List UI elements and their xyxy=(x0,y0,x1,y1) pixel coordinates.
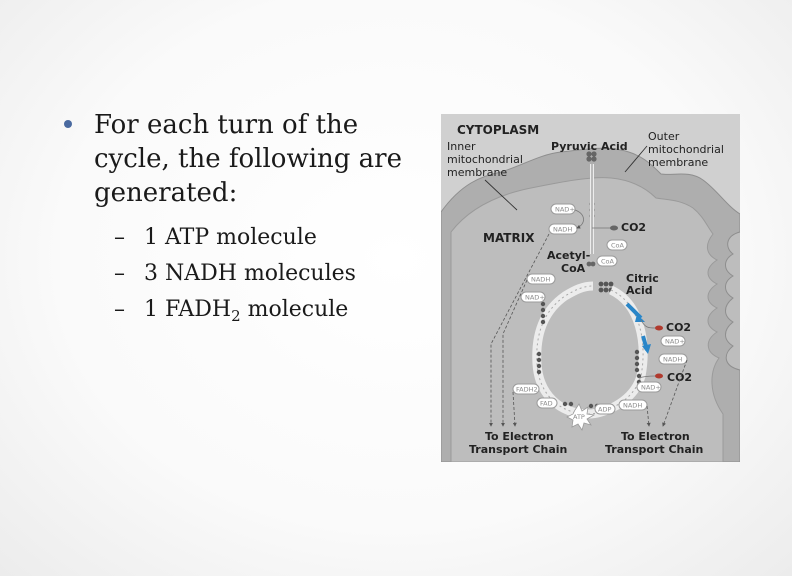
citric-acid-label: Acid xyxy=(626,284,653,297)
atp-label: ATP xyxy=(573,413,585,421)
co2-low-molecule-icon xyxy=(655,373,663,379)
fad-label: FAD xyxy=(540,400,553,408)
nad-reduction-arrow xyxy=(574,209,584,229)
sub-item-text: 1 ATP molecule xyxy=(144,225,317,250)
outer-membrane-label: membrane xyxy=(648,156,708,169)
nadh-pill xyxy=(548,223,578,235)
nad-plus-label: NAD+ xyxy=(665,338,685,346)
adp-pill xyxy=(594,403,616,415)
co2-mid-branch xyxy=(640,319,656,329)
nad-plus-pill-right xyxy=(660,335,686,347)
bullet-dot-icon xyxy=(64,120,72,128)
matrix-label: MATRIX xyxy=(483,231,535,245)
citric-acid-label: Citric xyxy=(626,272,659,285)
co2-molecule-icon xyxy=(610,225,618,231)
sub-item-atp: – 1 ATP molecule xyxy=(62,220,422,256)
bullet-text: For each turn of the cycle, the followin… xyxy=(94,110,402,208)
nad-plus-pill-lower xyxy=(636,381,662,393)
etc-right-label: Transport Chain xyxy=(605,443,703,456)
bullet-point: For each turn of the cycle, the followin… xyxy=(62,108,422,210)
fadh2-pill xyxy=(512,383,540,395)
nadh-pill-right xyxy=(658,353,688,365)
coa-pill xyxy=(606,239,628,251)
coa-label: CoA xyxy=(611,242,625,250)
sub-item-nadh: – 3 NADH molecules xyxy=(62,256,422,292)
inner-membrane-pointer xyxy=(484,179,518,211)
etc-arrow-right-1 xyxy=(662,359,688,427)
nadh-pill-left xyxy=(526,273,556,285)
krebs-cycle-diagram: CYTOPLASM Inner mitochondrial membrane P… xyxy=(441,123,740,462)
etc-left-label: To Electron xyxy=(485,430,554,443)
outer-membrane-fold xyxy=(725,231,740,371)
adp-label: ADP xyxy=(598,406,611,414)
dash-icon: – xyxy=(114,297,125,322)
co2-mid-label: CO2 xyxy=(666,321,691,334)
blue-arrow-1-icon xyxy=(625,302,643,320)
dash-icon: – xyxy=(114,261,125,286)
nadh-label: NADH xyxy=(663,356,682,364)
nadh-label: NADH xyxy=(623,402,642,410)
etc-left-label: Transport Chain xyxy=(469,443,567,456)
etc-arrow-left-3 xyxy=(512,391,517,427)
nad-plus-label: NAD+ xyxy=(555,206,575,214)
outer-membrane-label: Outer xyxy=(648,130,680,143)
outer-membrane-pointer xyxy=(624,145,648,173)
cytoplasm-label: CYTOPLASM xyxy=(457,123,539,137)
nad-plus-pill-left xyxy=(520,291,546,303)
nad-plus-label: NAD+ xyxy=(641,384,661,392)
sub-item-suffix: molecule xyxy=(240,297,349,322)
blue-arrowhead-2-icon xyxy=(642,344,651,354)
krebs-cycle-ring xyxy=(532,281,648,419)
atp-burst-icon xyxy=(566,403,596,431)
co2-mid-molecule-icon xyxy=(655,325,663,331)
outer-membrane-label: mitochondrial xyxy=(648,143,724,156)
coa-pill-2 xyxy=(596,255,618,267)
pyruvic-acid-label: Pyruvic Acid xyxy=(551,140,628,153)
inner-membrane-label: membrane xyxy=(447,166,507,179)
bullet-block: For each turn of the cycle, the followin… xyxy=(62,108,422,334)
acetyl-coa-molecule xyxy=(586,261,596,267)
nadh-label: NADH xyxy=(553,226,572,234)
acetyl-label: CoA xyxy=(561,262,586,275)
acetyl-label: Acetyl- xyxy=(547,249,590,262)
fadh2-label: FADH2 xyxy=(516,386,538,394)
nadh-pill-lower xyxy=(618,399,648,411)
nad-plus-label: NAD+ xyxy=(525,294,545,302)
nad-plus-pill xyxy=(550,203,576,215)
sub-item-text: 1 FADH xyxy=(144,297,232,322)
krebs-cycle-figure: CYTOPLASM Inner mitochondrial membrane P… xyxy=(441,114,740,462)
coa-label: CoA xyxy=(601,258,615,266)
etc-arrow-right-2 xyxy=(646,405,651,427)
nadh-label: NADH xyxy=(531,276,550,284)
citric-acid-molecule xyxy=(598,281,614,293)
co2-top-label: CO2 xyxy=(621,221,646,234)
co2-low-label: CO2 xyxy=(667,371,692,384)
sub-list: – 1 ATP molecule – 3 NADH molecules – 1 … xyxy=(62,220,422,334)
etc-right-label: To Electron xyxy=(621,430,690,443)
co2-low-branch xyxy=(638,375,656,379)
sub-item-fadh2: – 1 FADH2 molecule xyxy=(62,292,422,334)
fad-pill xyxy=(536,397,558,409)
blue-arrowhead-1-icon xyxy=(635,314,645,322)
subscript: 2 xyxy=(231,307,241,325)
inner-membrane-label: Inner xyxy=(447,140,476,153)
etc-arrow-left-2 xyxy=(501,279,528,427)
etc-arrow-left-1 xyxy=(489,233,550,427)
inner-membrane-label: mitochondrial xyxy=(447,153,523,166)
dash-icon: – xyxy=(114,225,125,250)
sub-item-text: 3 NADH molecules xyxy=(144,261,356,286)
